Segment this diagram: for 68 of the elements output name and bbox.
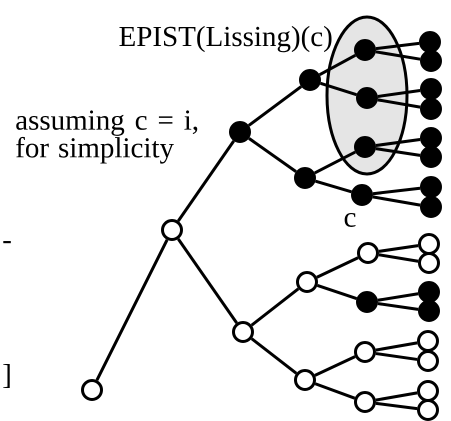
tree-edge: [376, 352, 418, 361]
tree-edge: [372, 195, 420, 207]
tree-node: [417, 330, 439, 352]
tree-edge: [316, 284, 358, 300]
tree-edge: [96, 239, 168, 381]
tree-node: [418, 281, 440, 303]
tree-node: [418, 233, 440, 255]
tree-edge: [318, 54, 356, 76]
tree-edge: [376, 50, 420, 61]
node-label: c: [344, 213, 356, 227]
tree-node: [294, 369, 316, 391]
tree-edge: [250, 338, 298, 374]
tree-node: [354, 39, 376, 61]
tree-node: [232, 321, 254, 343]
tree-node: [418, 300, 440, 322]
text-fragment: ]: [3, 364, 10, 388]
tree-node: [420, 196, 442, 218]
tree-edge: [378, 253, 418, 263]
tree-edge: [315, 180, 352, 194]
tree-node: [420, 50, 442, 72]
tree-edge: [378, 244, 418, 253]
tree-node: [299, 69, 321, 91]
tree-edge: [378, 302, 418, 311]
tree-edge: [376, 402, 418, 410]
tree-node: [351, 184, 373, 206]
tree-node: [417, 380, 439, 402]
tree-edge: [378, 89, 420, 98]
annotation-text: assuming c = i, for simplicity: [16, 110, 198, 164]
tree-node: [418, 252, 440, 274]
tree-edge: [378, 292, 418, 302]
tree-node: [296, 271, 318, 293]
tree-edge: [248, 85, 302, 127]
tree-edge: [314, 382, 356, 400]
tree-node: [229, 121, 251, 143]
tree-edge: [376, 147, 420, 157]
tree-node: [420, 98, 442, 120]
tree-node: [354, 341, 376, 363]
tree-edge: [177, 238, 238, 324]
tree-edge: [248, 137, 297, 173]
tree-edge: [316, 256, 359, 279]
tree-edge: [320, 82, 357, 96]
tree-node: [417, 399, 439, 421]
tree-node: [420, 146, 442, 168]
tree-node: [357, 242, 379, 264]
tree-node: [354, 391, 376, 413]
tree-edge: [314, 355, 356, 377]
tree-node: [419, 31, 441, 53]
tree-node: [420, 127, 442, 149]
tree-edge: [376, 138, 420, 147]
tree-node: [294, 167, 316, 189]
tree-node: [81, 379, 103, 401]
tree-edge: [372, 186, 420, 196]
tree-node: [354, 136, 376, 158]
tree-node: [356, 87, 378, 109]
tree-node: [161, 219, 183, 241]
tree-node: [417, 350, 439, 372]
tree-edge: [177, 140, 235, 222]
tree-edge: [250, 288, 300, 326]
text-fragment: -: [3, 241, 11, 244]
region-label: EPIST(Lissing)(c): [119, 26, 332, 52]
tree-node: [356, 291, 378, 313]
tree-edge: [376, 341, 418, 352]
tree-node: [420, 176, 442, 198]
tree-edge: [376, 42, 420, 50]
tree-edge: [378, 98, 420, 109]
tree-node: [420, 78, 442, 100]
tree-edge: [376, 391, 418, 402]
tree-edge: [314, 150, 356, 174]
